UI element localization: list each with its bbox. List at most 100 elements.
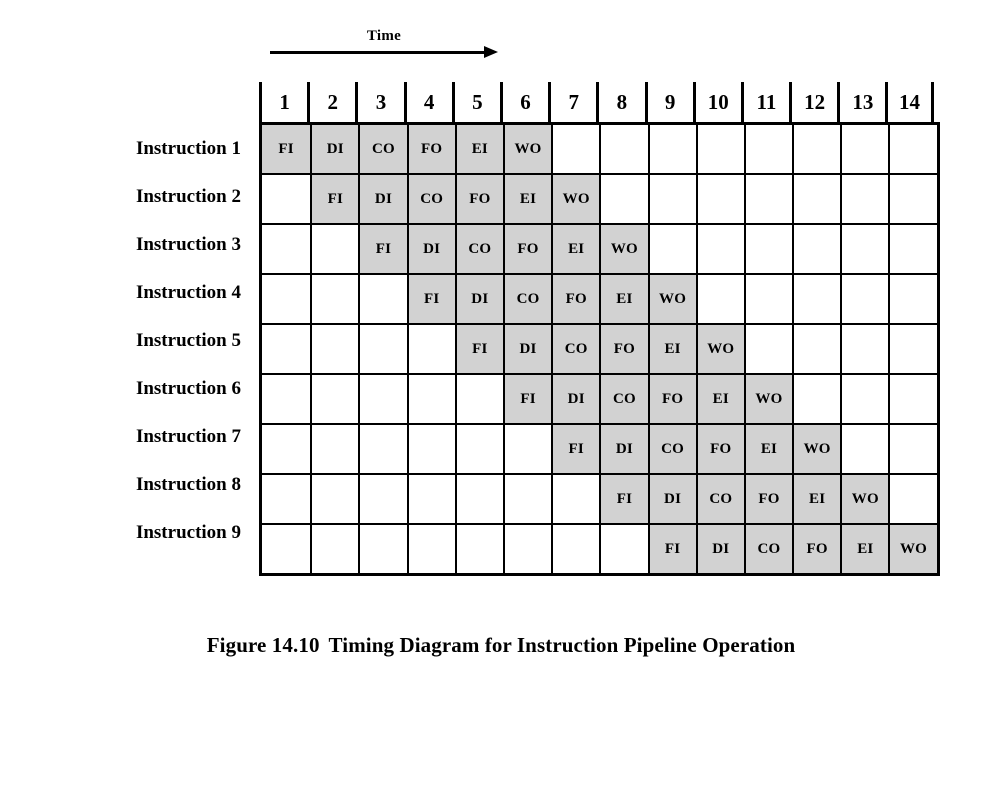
empty-cell: [695, 175, 744, 223]
empty-cell: [888, 275, 937, 323]
empty-cell: [454, 425, 503, 473]
pipeline-stage-cell: CO: [502, 275, 552, 323]
row-label: Instruction 7: [135, 426, 241, 447]
empty-cell: [454, 375, 503, 423]
figure-title: Timing Diagram for Instruction Pipeline …: [328, 633, 796, 657]
column-header-14: 14: [885, 82, 934, 122]
empty-cell: [358, 475, 407, 523]
empty-cell: [262, 525, 311, 573]
empty-cell: [840, 125, 889, 173]
pipeline-stage-cell: WO: [647, 275, 696, 323]
pipeline-stage-cell: FI: [647, 525, 696, 573]
row-label: Instruction 5: [135, 330, 241, 351]
pipeline-stage-cell: FI: [406, 275, 455, 323]
time-axis-line: [270, 51, 488, 54]
empty-cell: [262, 175, 311, 223]
empty-cell: [262, 225, 311, 273]
row-label: Instruction 1: [135, 138, 241, 159]
empty-cell: [502, 425, 552, 473]
pipeline-stage-cell: DI: [454, 275, 503, 323]
row-label: Instruction 3: [135, 234, 241, 255]
pipeline-stage-cell: DI: [551, 375, 600, 423]
empty-cell: [743, 125, 793, 173]
pipeline-stage-cell: DI: [695, 525, 744, 573]
pipeline-stage-cell: WO: [551, 175, 600, 223]
empty-cell: [262, 325, 311, 373]
empty-cell: [262, 425, 311, 473]
pipeline-stage-cell: DI: [358, 175, 407, 223]
empty-cell: [840, 225, 889, 273]
pipeline-stage-cell: WO: [599, 225, 648, 273]
empty-cell: [551, 525, 600, 573]
pipeline-stage-cell: CO: [695, 475, 744, 523]
empty-cell: [551, 125, 600, 173]
pipeline-stage-cell: WO: [695, 325, 744, 373]
empty-cell: [840, 375, 889, 423]
empty-cell: [743, 175, 793, 223]
empty-cell: [840, 325, 889, 373]
row-label: Instruction 2: [135, 186, 241, 207]
pipeline-stage-cell: CO: [599, 375, 648, 423]
empty-cell: [792, 175, 841, 223]
column-header-7: 7: [548, 82, 596, 122]
column-header-3: 3: [355, 82, 403, 122]
row-label: Instruction 9: [135, 522, 241, 543]
empty-cell: [454, 475, 503, 523]
pipeline-stage-cell: DI: [502, 325, 552, 373]
pipeline-stage-cell: CO: [358, 125, 407, 173]
pipeline-stage-cell: FO: [599, 325, 648, 373]
column-header-8: 8: [596, 82, 644, 122]
empty-cell: [262, 475, 311, 523]
figure-caption: Figure 14.10 Timing Diagram for Instructi…: [0, 633, 1002, 658]
empty-cell: [888, 425, 937, 473]
pipeline-stage-cell: FO: [406, 125, 455, 173]
empty-cell: [888, 475, 937, 523]
empty-cell: [262, 375, 311, 423]
pipeline-stage-cell: EI: [647, 325, 696, 373]
pipeline-stage-cell: FI: [599, 475, 648, 523]
pipeline-stage-cell: FO: [695, 425, 744, 473]
row-label: Instruction 4: [135, 282, 241, 303]
empty-cell: [840, 275, 889, 323]
empty-cell: [792, 225, 841, 273]
column-header-9: 9: [644, 82, 693, 122]
empty-cell: [454, 525, 503, 573]
column-header-11: 11: [740, 82, 789, 122]
empty-cell: [743, 275, 793, 323]
column-header-1: 1: [259, 82, 307, 122]
pipeline-stage-cell: FI: [358, 225, 407, 273]
empty-cell: [888, 325, 937, 373]
empty-cell: [888, 375, 937, 423]
figure-number: Figure 14.10: [206, 633, 320, 657]
pipeline-stage-cell: EI: [792, 475, 841, 523]
pipeline-stage-cell: FI: [310, 175, 359, 223]
pipeline-stage-cell: EI: [840, 525, 889, 573]
pipeline-stage-cell: WO: [888, 525, 937, 573]
pipeline-stage-cell: FO: [743, 475, 793, 523]
pipeline-stage-cell: FI: [551, 425, 600, 473]
empty-cell: [310, 425, 359, 473]
column-header-5: 5: [451, 82, 500, 122]
instruction-row-labels: Instruction 1 Instruction 2 Instruction 3 I…: [0, 125, 250, 557]
empty-cell: [310, 275, 359, 323]
empty-cell: [406, 425, 455, 473]
pipeline-stage-cell: DI: [647, 475, 696, 523]
empty-cell: [792, 275, 841, 323]
empty-cell: [599, 175, 648, 223]
pipeline-stage-cell: FI: [262, 125, 311, 173]
empty-cell: [502, 525, 552, 573]
time-axis: Time: [270, 28, 498, 60]
pipeline-stage-cell: EI: [743, 425, 793, 473]
pipeline-stage-cell: FO: [454, 175, 503, 223]
empty-cell: [358, 325, 407, 373]
row-label: Instruction 6: [135, 378, 241, 399]
